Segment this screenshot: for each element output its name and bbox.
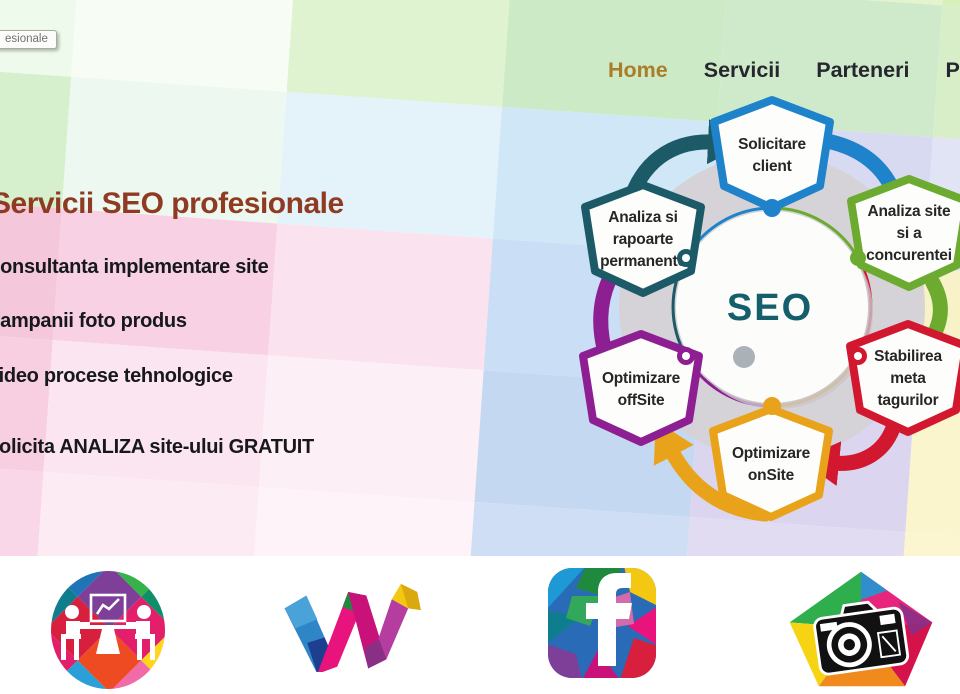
- consulting-meeting-logo-icon[interactable]: [50, 570, 166, 690]
- service-item-consultanta: Consultanta implementare site: [0, 256, 269, 278]
- hub-gray-dot: [733, 346, 755, 368]
- service-item-video: Video procese tehnologice: [0, 365, 233, 387]
- background-tile: [258, 355, 484, 502]
- diagram-node-optimizare-offsite: Optimizare offSite: [579, 330, 703, 446]
- hub-circle: [676, 211, 868, 403]
- diagram-node-analiza-site: Analiza site si a concurentei: [847, 175, 960, 291]
- cta-analiza-gratuita[interactable]: Solicita ANALIZA site-ului GRATUIT: [0, 436, 314, 458]
- svg-text:si a: si a: [896, 225, 922, 242]
- background-tile: [286, 0, 512, 107]
- background-tile: [268, 223, 493, 371]
- background-tile: [71, 0, 296, 92]
- svg-text:offSite: offSite: [618, 392, 665, 409]
- svg-text:Optimizare: Optimizare: [732, 445, 811, 462]
- svg-text:meta: meta: [890, 370, 926, 387]
- nav-item-servicii[interactable]: Servicii: [703, 58, 781, 82]
- arc-to-right: [771, 206, 859, 259]
- background-tile: [52, 208, 278, 356]
- diagram-node-analiza-rapoarte: Analiza si rapoarte permanente: [581, 181, 705, 297]
- arrow-purple-to-rapoarte: [590, 242, 630, 356]
- facebook-logo-icon[interactable]: [546, 566, 658, 680]
- svg-text:permanente: permanente: [600, 253, 686, 270]
- photography-camera-logo-icon[interactable]: [785, 568, 937, 690]
- arrow-red-to-onsite: [800, 420, 901, 486]
- nav-item-parteneri[interactable]: Parteneri: [816, 58, 910, 82]
- main-nav: Home Servicii Parteneri P: [608, 58, 960, 83]
- seo-process-diagram: SEO Solicitare client Analiza site si a …: [579, 96, 960, 522]
- diagram-connector-dots: [677, 199, 867, 415]
- svg-text:Solicitare: Solicitare: [738, 136, 806, 153]
- background-tile: [43, 340, 269, 487]
- seo-center-label: SEO: [727, 287, 813, 329]
- svg-text:Optimizare: Optimizare: [602, 370, 681, 387]
- facebook-f-glyph: [586, 573, 632, 666]
- svg-text:rapoarte: rapoarte: [613, 231, 674, 248]
- page-title: Servicii SEO profesionale: [0, 187, 344, 221]
- camera-pictogram: [813, 600, 910, 676]
- letter-w-logo-icon[interactable]: [275, 572, 425, 672]
- svg-text:tagurilor: tagurilor: [877, 392, 938, 409]
- meeting-pictogram: [61, 593, 155, 660]
- browser-tooltip: esionale: [0, 30, 57, 49]
- svg-text:onSite: onSite: [748, 467, 795, 484]
- svg-text:Analiza site: Analiza site: [868, 203, 951, 220]
- diagram-node-stabilirea-meta: Stabilirea meta tagurilor: [846, 320, 960, 436]
- diagram-node-solicitare-client: Solicitare client: [710, 96, 834, 212]
- nav-item-clipped[interactable]: P: [945, 58, 960, 82]
- nav-item-home[interactable]: Home: [608, 58, 668, 82]
- svg-text:Stabilirea: Stabilirea: [874, 348, 942, 365]
- svg-text:client: client: [752, 158, 791, 175]
- diagram-node-optimizare-onsite: Optimizare onSite: [709, 405, 833, 521]
- service-item-campanii: Campanii foto produs: [0, 310, 187, 332]
- svg-text:concurentei: concurentei: [866, 247, 952, 264]
- arrow-blue-to-analiza-site: [814, 132, 911, 220]
- svg-text:Analiza si: Analiza si: [608, 209, 678, 226]
